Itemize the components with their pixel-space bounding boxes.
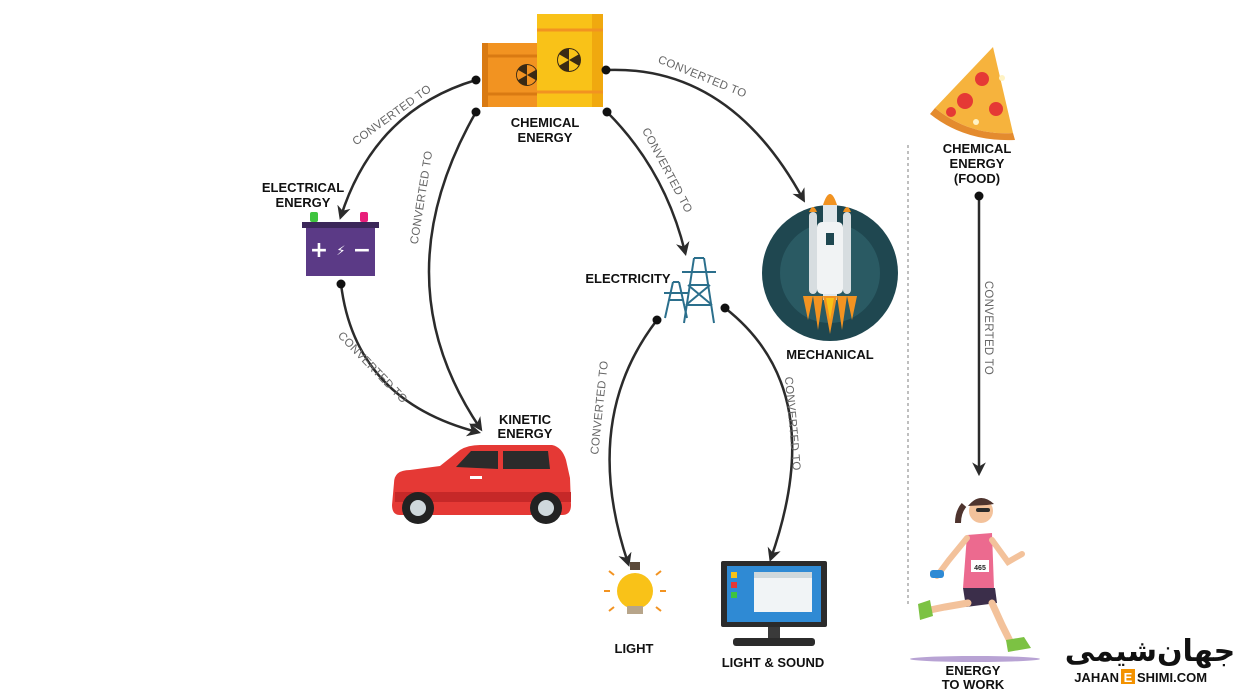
edge-label-electricity-light-sound: CONVERTED TO	[782, 376, 802, 471]
edge-label-food-work: CONVERTED TO	[982, 281, 994, 375]
battery-icon	[302, 212, 379, 276]
car-icon	[392, 445, 571, 524]
logo-persian-text: جهان‌شیمی	[1065, 634, 1236, 669]
arrow-chemical-to-mechanical	[605, 68, 805, 203]
arrow-chemical-to-electricity	[606, 111, 690, 257]
power-tower-icon	[664, 257, 716, 324]
oil-barrels-icon	[482, 14, 603, 107]
arrow-electricity-to-light-sound	[724, 307, 794, 562]
computer-monitor-icon	[721, 561, 827, 646]
battery-plus-sign: +	[310, 238, 328, 263]
label-light: LIGHT	[615, 641, 654, 656]
pizza-slice-icon	[930, 47, 1015, 141]
arrow-start-dots	[336, 65, 984, 325]
light-bulb-icon	[604, 562, 666, 614]
edge-label-electrical-kinetic: CONVERTED TO	[335, 330, 409, 406]
arrow-chemical-to-electrical	[337, 78, 477, 220]
label-electricity: ELECTRICITY	[585, 271, 671, 286]
edge-label-chemical-electricity: CONVERTED TO	[639, 126, 694, 215]
arrow-electrical-to-kinetic	[339, 283, 481, 437]
runner-woman-icon: 465	[910, 497, 1040, 662]
edge-label-electricity-light: CONVERTED TO	[589, 360, 611, 455]
rocket-icon	[762, 194, 898, 341]
label-mechanical: MECHANICAL	[786, 347, 873, 362]
edge-label-chemical-electrical: CONVERTED TO	[351, 83, 434, 148]
logo-latin-left: JAHAN	[1074, 670, 1119, 685]
runner-bib-number: 465	[974, 565, 986, 572]
battery-minus-sign: −	[353, 238, 371, 263]
logo-latin-mid: E	[1124, 670, 1133, 685]
arrow-chemical-to-kinetic	[427, 111, 483, 432]
battery-bolt-symbol: ⚡	[336, 244, 345, 259]
arrows	[337, 68, 986, 567]
jahan-e-shimi-logo: جهان‌شیمی JAHAN E SHIMI.COM	[1065, 634, 1236, 685]
logo-latin-right: SHIMI.COM	[1137, 670, 1207, 685]
arrow-electricity-to-light	[608, 319, 658, 567]
label-light-and-sound: LIGHT & SOUND	[722, 655, 825, 670]
